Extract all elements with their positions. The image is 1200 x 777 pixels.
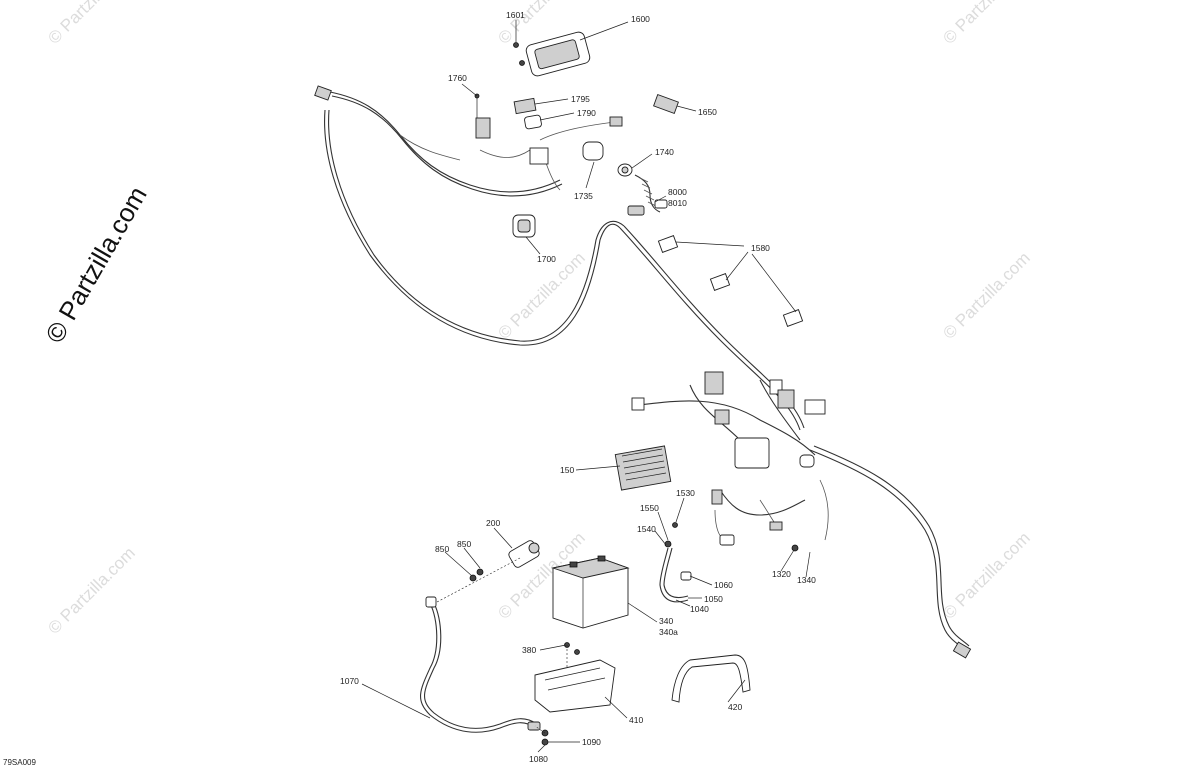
label-420: 420 [728,702,742,712]
watermark-tiles: © Partzilla.com © Partzilla.com © Partzi… [44,0,1033,638]
label-1540: 1540 [637,524,656,534]
bolt-part-1320 [791,544,799,552]
label-1060: 1060 [714,580,733,590]
watermark-tile: © Partzilla.com [44,543,138,637]
battery-tray-part-410 [534,642,616,713]
label-340a: 340a [659,627,678,637]
wiring-harness [324,91,970,651]
label-850-left: 850 [435,544,449,554]
label-1740: 1740 [655,147,674,157]
strap-part-420 [671,654,751,703]
label-1050: 1050 [704,594,723,604]
watermark-tile: © Partzilla.com [939,0,1033,48]
watermark-tile: © Partzilla.com [44,0,138,48]
connector-part-1795 [513,97,537,115]
part-1700 [512,214,536,238]
watermark-tile: © Partzilla.com [939,528,1033,622]
label-380: 380 [522,645,536,655]
coil-cable-part-8000 [627,174,668,216]
nut-part-850 [469,568,484,582]
label-1070: 1070 [340,676,359,686]
solenoid-part-200 [508,540,540,568]
part-labels: 1601 1600 1760 1795 1790 1650 1740 1735 … [340,10,816,764]
label-1090: 1090 [582,737,601,747]
clip-part-1580 [657,235,804,327]
label-1760: 1760 [448,73,467,83]
watermark-main: © Partzilla.com [39,181,153,348]
watermark-tile: © Partzilla.com [939,248,1033,342]
connector-part-1790 [524,114,542,130]
label-1040: 1040 [690,604,709,614]
screw-part-1760 [474,93,480,118]
harness-connectors [314,85,972,659]
label-1580: 1580 [751,243,770,253]
label-1340: 1340 [797,575,816,585]
label-1735: 1735 [574,191,593,201]
label-410: 410 [629,715,643,725]
regulator-part-150 [614,445,672,491]
label-1080: 1080 [529,754,548,764]
label-8000: 8000 [668,187,687,197]
label-1700: 1700 [537,254,556,264]
cable-part-1040 [659,522,692,603]
label-1530: 1530 [676,488,695,498]
label-850-right: 850 [457,539,471,549]
display-part-1600 [513,31,591,77]
label-200: 200 [486,518,500,528]
label-1650: 1650 [698,107,717,117]
label-1795: 1795 [571,94,590,104]
label-1601: 1601 [506,10,525,20]
label-8010: 8010 [668,198,687,208]
label-1600: 1600 [631,14,650,24]
diagram-code: 79SA009 [3,758,36,767]
ground-cable-part-1070 [420,596,549,746]
leader-lines [361,20,811,753]
label-150: 150 [560,465,574,475]
connector-part-1650 [653,94,679,114]
label-340: 340 [659,616,673,626]
grommet-part-1740 [617,163,633,177]
battery-part-340 [551,555,630,629]
label-1550: 1550 [640,503,659,513]
label-1320: 1320 [772,569,791,579]
label-1790: 1790 [577,108,596,118]
